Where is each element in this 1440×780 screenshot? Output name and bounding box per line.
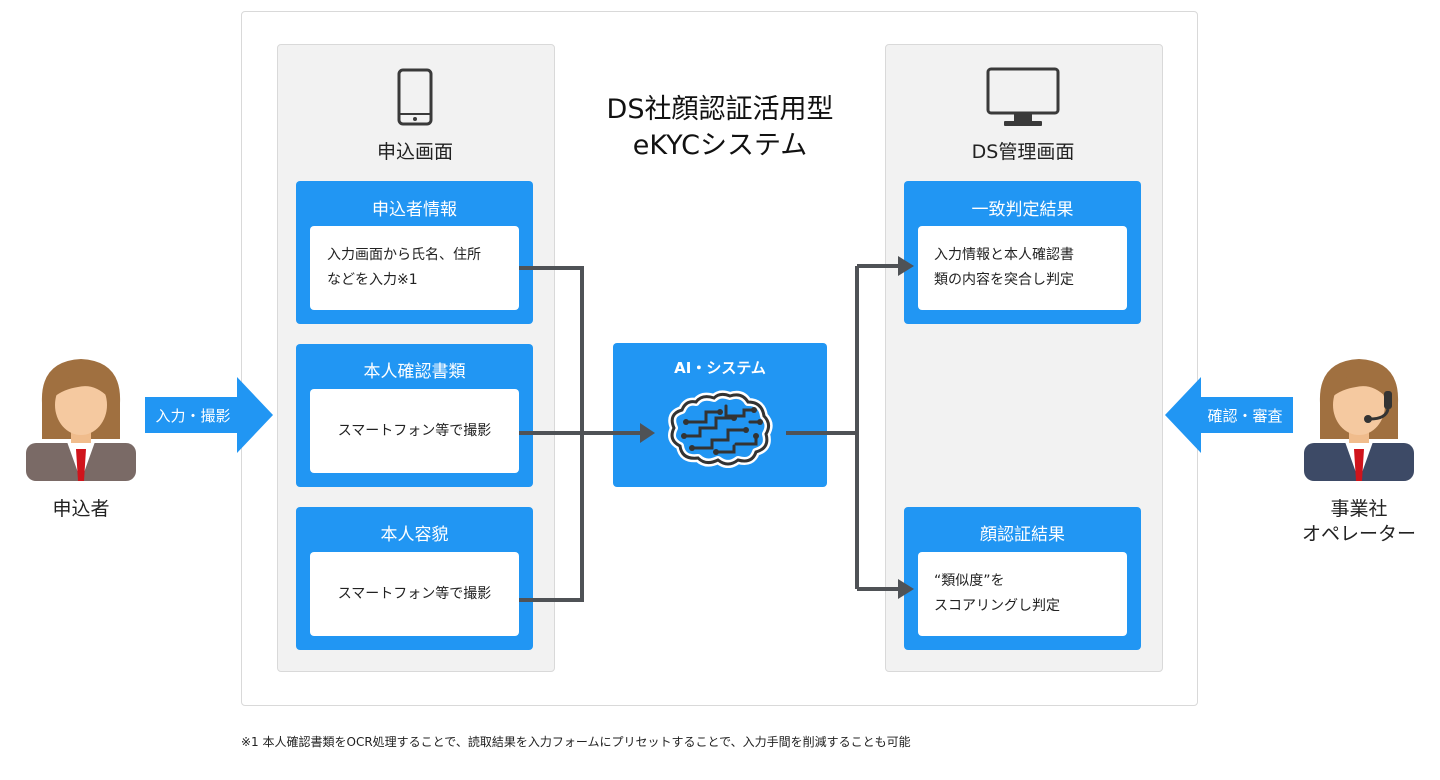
input-capture-label: 入力・撮影 [145, 397, 241, 433]
operator-avatar [1300, 353, 1418, 481]
operator-label-line2: オペレーター [1290, 522, 1428, 547]
arrowhead-match-result [898, 256, 914, 276]
operator-label: 事業社 オペレーター [1290, 497, 1428, 547]
operator-label-line1: 事業社 [1290, 497, 1428, 522]
applicant-avatar [22, 353, 140, 481]
arrowhead-face-auth-result [898, 579, 914, 599]
footnote: ※1 本人確認書類をOCR処理することで、読取結果を入力フォームにプリセットする… [241, 733, 1201, 750]
review-label: 確認・審査 [1197, 397, 1293, 433]
arrowhead-ai [640, 423, 655, 443]
applicant-label: 申込者 [22, 497, 140, 522]
